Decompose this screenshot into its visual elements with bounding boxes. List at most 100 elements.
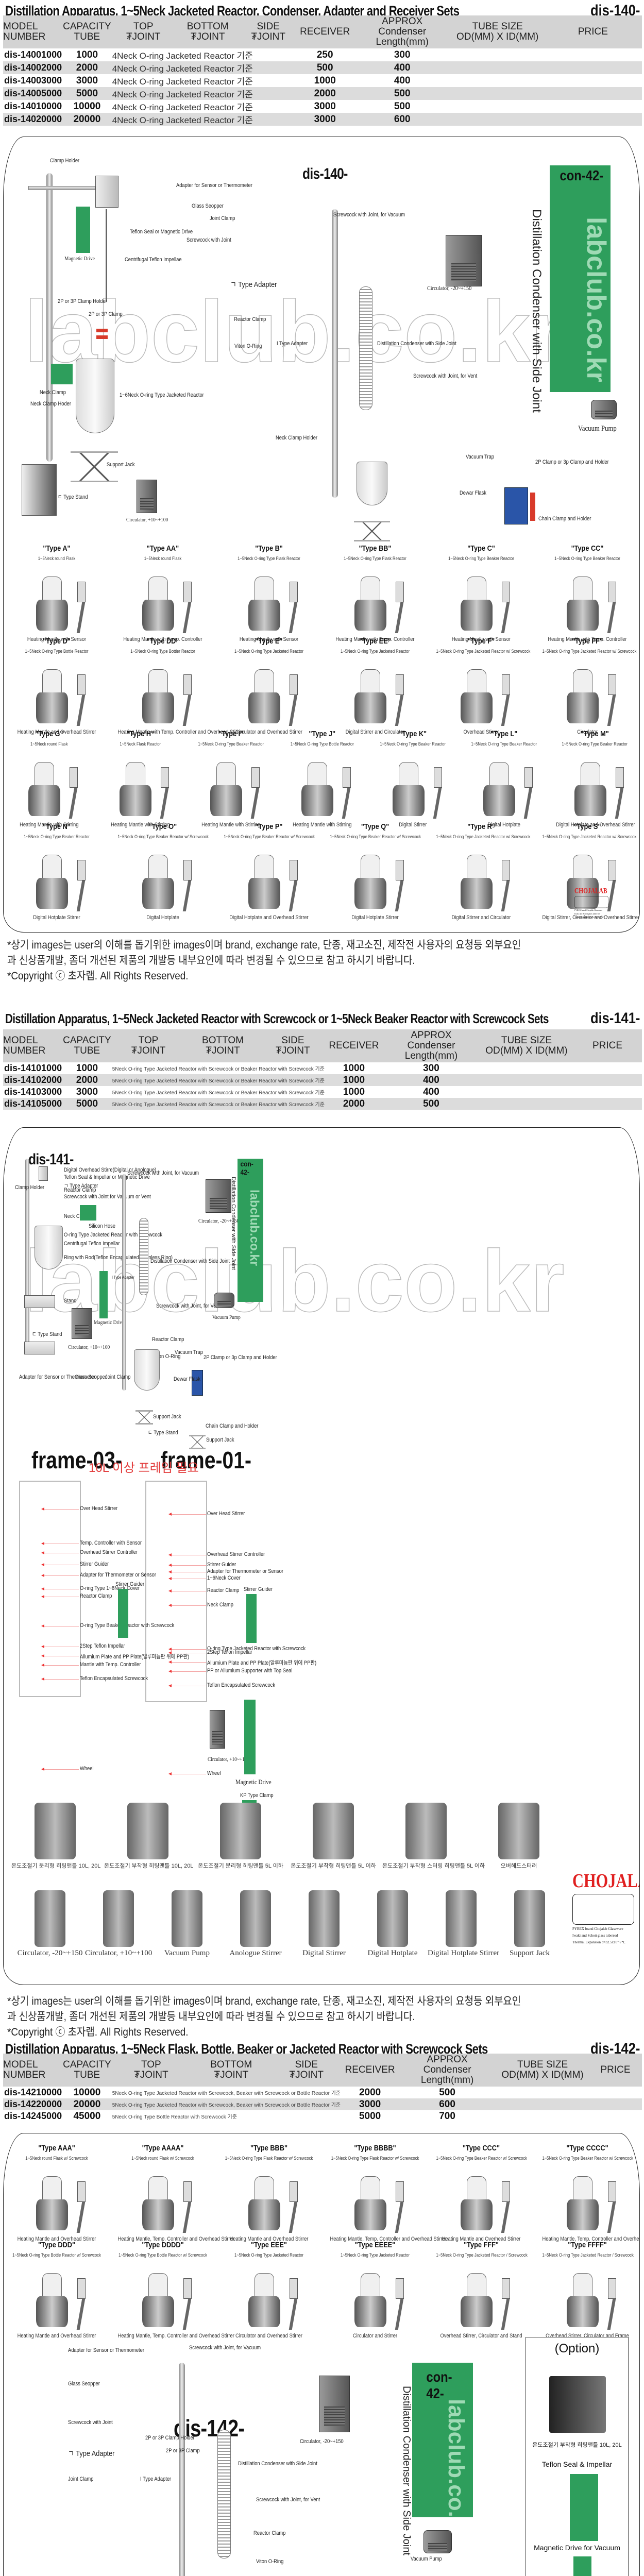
label-vacuum-pump: Vacuum Pump <box>411 2556 442 2562</box>
label-screwcock-vacuum: Screwcock with Joint, for Vacuum <box>127 1170 199 1176</box>
type-name: "Type C" <box>467 544 495 553</box>
type-name: "Type AAAA" <box>142 2144 184 2153</box>
circulator-small <box>72 1308 92 1339</box>
type-description: 1~5Neck O-ring Type Jacketed Reactor w/ … <box>542 649 637 654</box>
type-caption: Heating Mantle, Temp. Controller and Ove… <box>330 2236 447 2242</box>
label-type-adapter: ㄱ Type Adapter <box>64 1183 98 1189</box>
label-screwcock-joint: Screwcock with Joint <box>68 2419 113 2426</box>
type-card: "Type D"1~5Neck O-ring Type Bottle React… <box>4 637 110 735</box>
stand-rod-left <box>46 173 53 462</box>
stand-icon <box>433 788 442 819</box>
stand-icon <box>395 2299 404 2330</box>
heating-mantle-icon <box>142 2296 174 2327</box>
product-image <box>103 1890 134 1947</box>
controller-icon <box>608 2278 616 2299</box>
type-card: "Type E"1~5Neck O-ring Type Jacketed Rea… <box>216 637 322 735</box>
stand-rod-mid <box>122 1174 126 1391</box>
type-name: "Type I" <box>218 730 244 738</box>
option-magdrive-label: Magnetic Drive for Vacuum <box>534 2544 620 2552</box>
label-viton: Viton O-Ring <box>256 2558 284 2565</box>
cell-description: 4Neck O-ring Jacketed Reactor 기준 <box>111 87 297 100</box>
label-reactor-clamp: Reactor Clamp <box>234 316 266 323</box>
cell-price <box>589 2098 642 2110</box>
th-tube-2: OD(MM) X ID(MM) <box>456 31 539 42</box>
cell-description: 5Neck O-ring Type Jacketed Reactor with … <box>112 1066 325 1072</box>
product-item: Circulator, +10~+100 <box>85 1890 152 1958</box>
clamp-bar <box>28 186 95 190</box>
product-item: 온도조절기 분리형 히팅맨틀 5L 이하 <box>197 1803 284 1870</box>
cell-condenser-length: 500 <box>439 2087 455 2098</box>
type-illustration <box>238 2263 300 2330</box>
type-card: "Type DD"1~5Neck O-ring Type Bottler Rea… <box>110 637 243 735</box>
cell-price <box>544 74 642 87</box>
cell-price <box>544 61 642 74</box>
brand-block: CHOJALAB PYREX brand Chojalab Glassware … <box>572 1870 639 1945</box>
label-clamp-2p: 2P or 3P Clamp <box>89 311 123 317</box>
condenser-watermark: labclub.co.kr <box>444 2399 469 2517</box>
frame-notice: 10L 이상 프레임 필요 <box>89 1461 199 1475</box>
type-card: "Type FFFF"1~5Neck O-ring Type Jacketed … <box>534 2241 639 2339</box>
cell-capacity: 20000 <box>63 113 111 126</box>
option-mantle-image <box>549 2376 606 2433</box>
circulator-small <box>137 480 157 513</box>
cell-model: dis-14102000 <box>3 1074 63 1086</box>
frame-label: Mantle with Temp. Controller <box>80 1662 141 1668</box>
th-tube-2: OD(MM) X ID(MM) <box>501 2070 584 2080</box>
type-name: "Type EEE" <box>251 2241 287 2249</box>
controller-icon <box>183 860 192 880</box>
type-stand <box>24 1342 55 1354</box>
cell-description: 5Neck O-ring Type Jacketed Reactor with … <box>111 2098 342 2110</box>
th-approx: APPROX <box>427 2054 468 2065</box>
label-circulator-frame: Circulator, +10~+100 <box>208 1756 250 1762</box>
label-stirrer-guider-left: Stirrer Guider <box>115 1581 145 1587</box>
label-screwcock-vent: Screwcock with Joint, for Vent <box>256 2497 320 2503</box>
type-card: "Type BB"1~5Neck O-ring Type Flask React… <box>322 544 428 642</box>
leader-arrow <box>41 1664 79 1667</box>
heating-mantle-icon <box>36 2199 68 2230</box>
receiver-flask <box>134 1349 160 1391</box>
heating-mantle-icon <box>248 2199 280 2230</box>
type-caption: Circulator and Overhead Stirrer <box>235 729 302 735</box>
cell-tube-size <box>451 48 544 61</box>
cell-condenser-length: 400 <box>353 61 451 74</box>
controller-icon <box>77 2181 86 2202</box>
type-illustration <box>556 566 618 633</box>
th-receiver: RECEIVER <box>342 2054 399 2087</box>
controller-icon <box>502 674 510 695</box>
frame-label: Neck Clamp <box>207 1602 233 1608</box>
label-clamp-holder: Clamp Holder <box>50 158 80 164</box>
dewar-flask <box>504 487 528 524</box>
brand-info-3: Thermal Expansion α=32.5x10⁻⁷/℃ <box>572 1940 626 1944</box>
frame-label: 2Step Teflon Impellar <box>207 1649 252 1655</box>
heating-mantle-icon <box>354 692 386 723</box>
label-screwcock-joint: Screwcock with Joint <box>187 237 231 243</box>
type-caption: Digital Stirrer and Circulator <box>345 729 405 735</box>
type-caption: Heating Mantle, Temp. Controller and Ove… <box>117 2333 234 2339</box>
label-stirrer-guider-right: Stirrer Guider <box>244 1586 273 1592</box>
label-dewar: Dewar Flask <box>460 490 486 496</box>
label-circulator-lo: Circulator, +10~+100 <box>126 517 168 523</box>
th-model: MODEL <box>3 2059 38 2070</box>
type-name: "Type FFFF" <box>568 2241 607 2249</box>
controller-icon <box>608 674 616 695</box>
type-description: 1~5Neck O-ring Type Beaker Reactor <box>562 741 628 747</box>
label-reactor-clamp: Reactor Clamp <box>64 1187 96 1193</box>
type-description: 1~5Neck O-ring Type Beaker Reactor w/ Sc… <box>224 834 315 839</box>
type-illustration <box>556 659 618 726</box>
type-illustration <box>556 2263 618 2330</box>
label-type-adapter: ㄱ Type Adapter <box>68 2449 115 2458</box>
cell-capacity: 2000 <box>63 61 111 74</box>
footer-copyright: *Copyright ⓒ 초자랩. All Rights Reserved. <box>7 2026 189 2038</box>
label-support-jack-2: Support Jack <box>206 1437 234 1443</box>
heating-mantle-icon <box>461 692 493 723</box>
product-item: 온도조절기 분리형 히팅맨틀 10L, 20L <box>11 1803 100 1870</box>
product-image <box>35 1890 65 1947</box>
label-magnetic-drive-2: Magnetic Drive <box>235 1778 272 1786</box>
product-caption: Support Jack <box>510 1949 550 1957</box>
product-item: 오버헤드스터러 <box>475 1803 563 1870</box>
type-description: 1~5Neck round Flask w/ Screwcock <box>131 2156 194 2161</box>
